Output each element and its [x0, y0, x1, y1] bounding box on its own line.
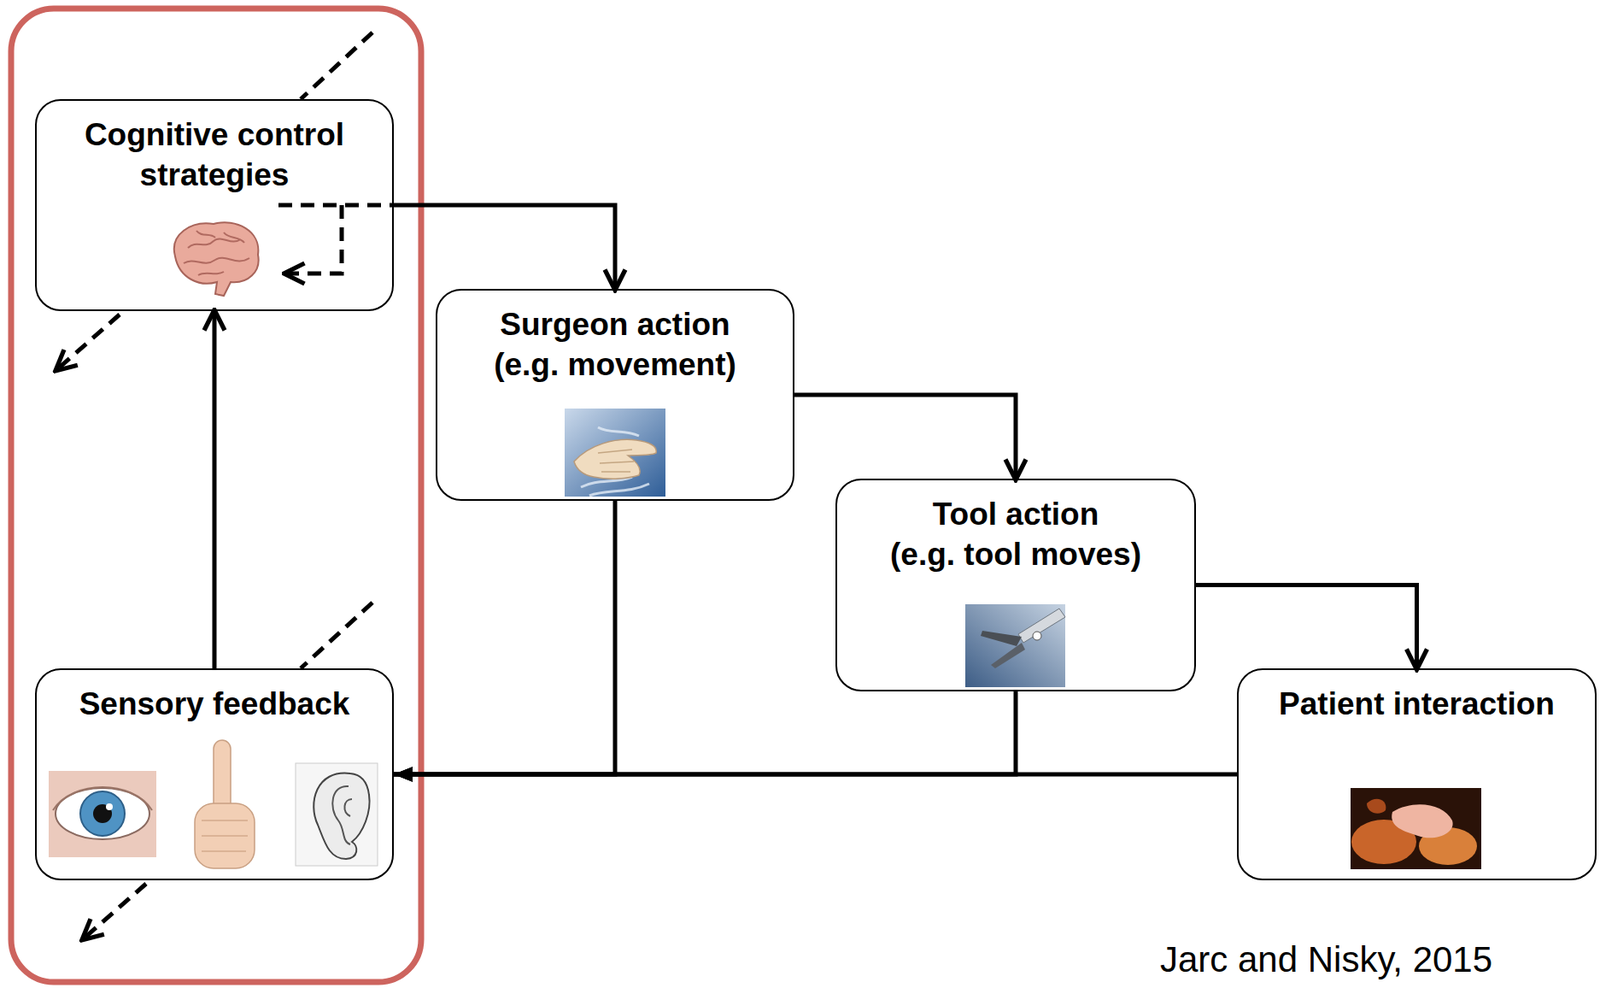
dashed-input-line — [300, 602, 373, 669]
connector-group — [214, 205, 1418, 774]
fist — [194, 802, 255, 868]
dashed-adaptation-line — [278, 203, 393, 208]
feedback-arrow — [393, 691, 1016, 774]
image-ground — [295, 762, 378, 866]
action-box: Surgeon action(e.g. movement) — [435, 288, 795, 501]
knuckle-lines — [201, 820, 248, 851]
image-ground — [48, 770, 157, 857]
dashed-adaptation-loop — [285, 205, 342, 274]
dashed-output-arrow — [56, 314, 120, 370]
dashed-output-arrow — [82, 883, 147, 939]
tool-jaw — [990, 642, 1026, 669]
node-text: Patient interaction — [1278, 683, 1555, 724]
tissue — [1366, 798, 1386, 814]
iris — [80, 791, 125, 836]
node-text: Surgeon action — [499, 304, 730, 345]
pupil — [93, 803, 112, 823]
node-text: (e.g. movement) — [493, 344, 737, 385]
highlight-band — [11, 8, 422, 982]
highlight — [105, 802, 113, 810]
gloved-hand — [574, 439, 657, 479]
tool-joint — [1032, 631, 1042, 640]
brain-shape — [174, 222, 259, 296]
feedback-arrow — [393, 500, 616, 774]
image-ground — [965, 603, 1066, 687]
eyelid — [52, 786, 153, 810]
action-box: Tool action(e.g. tool moves) — [835, 478, 1196, 692]
ear-inner — [332, 785, 352, 844]
brain-icon — [174, 222, 259, 296]
feedback-box: Sensory feedback — [35, 668, 394, 880]
image-ground — [564, 408, 666, 497]
dashed-input-line — [300, 32, 373, 100]
robotic-tool-image — [965, 603, 1066, 687]
brain-fold — [183, 230, 250, 276]
surgeon-hand-image — [564, 408, 666, 497]
tool-shaft — [1018, 608, 1066, 643]
eye-icon — [48, 770, 157, 857]
ear-icon — [295, 762, 378, 866]
interaction-box: Patient interaction — [1236, 668, 1597, 880]
ear-outline — [313, 773, 370, 859]
finger-lines — [597, 449, 634, 472]
tissue — [1391, 803, 1453, 838]
node-text: Tool action — [932, 493, 1100, 534]
finger-icon — [194, 739, 255, 868]
surgical-site-image — [1350, 787, 1482, 869]
tool-jaw — [980, 630, 1022, 646]
flow-arrow — [794, 394, 1016, 479]
flow-arrow — [212, 310, 217, 669]
image-ground — [1350, 787, 1482, 869]
node-text: (e.g. tool moves) — [890, 533, 1142, 575]
flow-arrow — [393, 205, 616, 289]
citation-label: Jarc and Nisky, 2015 — [1160, 939, 1493, 979]
flow-arrow — [1195, 585, 1418, 669]
node-text: Sensory feedback — [79, 683, 351, 724]
node-text: Cognitive control strategies — [52, 114, 377, 195]
strategy-box: Cognitive control strategies — [35, 99, 394, 311]
